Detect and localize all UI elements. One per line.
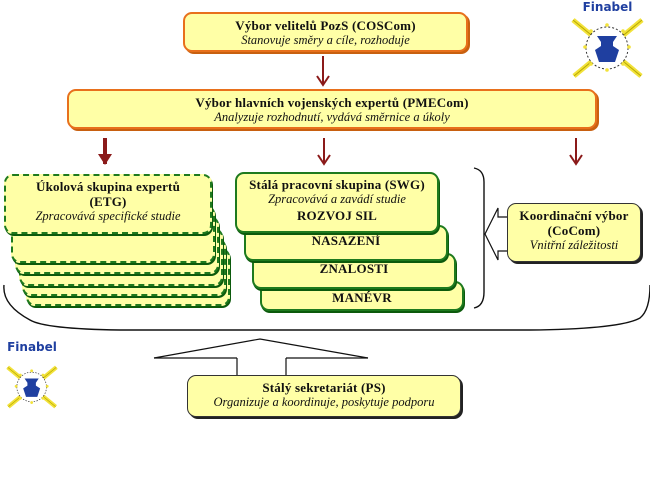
coscom-title: Výbor velitelů PozS (COSCom) [235,18,416,33]
ps-box: Stálý sekretariát (PS) Organizuje a koor… [187,375,461,417]
finabel-emblem-icon [571,18,644,78]
swg-group-label: NASAZENÍ [311,233,381,248]
ps-support-arrow-icon [153,338,369,376]
arrow-pmecom-to-swg [317,138,331,166]
finabel-emblem-icon [6,365,58,409]
arrow-pmecom-to-etg [98,138,112,165]
arrow-coscom-to-pmecom [316,56,330,87]
coscom-box: Výbor velitelů PozS (COSCom) Stanovuje s… [183,12,468,52]
swg-group-label: ROZVOJ SIL [296,208,378,223]
cocom-title-line2: (CoCom) [547,223,601,238]
etg-subtitle: Zpracovává specifické studie [35,209,181,223]
finabel-logo-text: Finabel [7,340,57,354]
swg-box: Stálá pracovní skupina (SWG) Zpracovává … [235,172,439,233]
etg-title-line2: (ETG) [89,194,127,209]
coscom-subtitle: Stanovuje směry a cíle, rozhoduje [241,33,410,47]
pmecom-title: Výbor hlavních vojenských expertů (PMECo… [195,95,469,110]
swg-group-label: MANÉVR [332,290,392,305]
arrow-pmecom-to-cocom [569,138,583,166]
working-bodies-bracket [3,167,650,331]
ps-title: Stálý sekretariát (PS) [262,380,386,395]
etg-title-line1: Úkolová skupina expertů [35,179,181,194]
swg-title: Stálá pracovní skupina (SWG) [249,177,425,192]
pmecom-subtitle: Analyzuje rozhodnutí, vydává směrnice a … [214,110,450,124]
swg-subtitle: Zpracovává a zavádí studie [268,192,406,206]
cocom-box: Koordinační výbor (CoCom) Vnitřní záleži… [507,203,641,262]
ps-subtitle: Organizuje a koordinuje, poskytuje podpo… [213,395,435,409]
etg-box: Úkolová skupina expertů (ETG) Zpracovává… [4,174,212,234]
finabel-logo-top: Finabel [565,0,650,82]
swg-group-label: ZNALOSTI [319,261,389,276]
pmecom-box: Výbor hlavních vojenských expertů (PMECo… [67,89,597,129]
finabel-logo-bottom: Finabel [2,340,62,422]
finabel-logo-text: Finabel [582,0,633,14]
cocom-subtitle: Vnitřní záležitosti [529,238,619,252]
cocom-title-line1: Koordinační výbor [519,208,629,223]
